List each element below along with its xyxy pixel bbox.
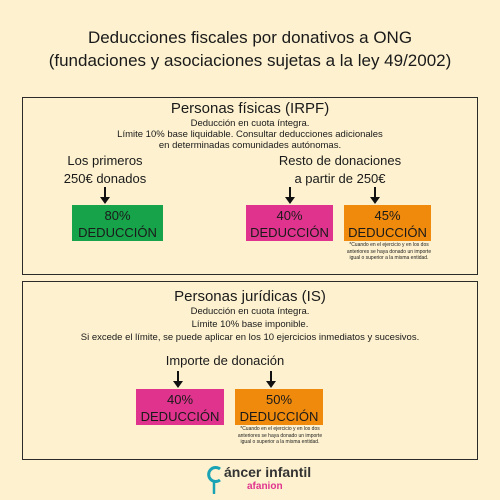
arrow-down-icon: [173, 371, 183, 388]
arrow-down-icon: [100, 187, 110, 204]
irpf-box-45-label: DEDUCCIÓN: [348, 225, 427, 240]
logo-sub-text: afanion: [247, 481, 283, 492]
is-panel: Personas jurídicas (IS) Deducción en cuo…: [22, 281, 478, 460]
title-line-2: (fundaciones y asociaciones sujetas a la…: [48, 51, 452, 70]
irpf-box-40-percent: 40%: [276, 208, 303, 223]
irpf-group-rest-line-2: a partir de 250€: [294, 171, 386, 186]
irpf-line-1: Deducción en cuota íntegra.: [190, 118, 310, 129]
irpf-panel: Personas físicas (IRPF) Deducción en cuo…: [22, 97, 478, 275]
cancer-infantil-afanion-logo: C áncer infantil afanion: [0, 462, 500, 496]
arrow-down-icon: [266, 371, 276, 388]
is-box-50-percent: 50%: [265, 392, 293, 407]
irpf-footnote: *Cuando en el ejercicio y en los dos ant…: [346, 242, 432, 261]
irpf-line-3: en determinadas comunidades autónomas.: [158, 140, 342, 151]
irpf-group-rest-line-1: Resto de donaciones: [278, 153, 402, 168]
irpf-box-80: 80% DEDUCCIÓN: [72, 205, 163, 241]
irpf-line-2: Límite 10% base liquidable. Consultar de…: [117, 129, 383, 140]
is-box-50-label: DEDUCCIÓN: [239, 409, 319, 424]
is-line-1: Deducción en cuota íntegra.: [190, 306, 310, 317]
irpf-group-rest: Resto de donaciones a partir de 250€: [255, 152, 425, 188]
irpf-box-80-percent: 80%: [104, 208, 131, 223]
logo-brand-text: áncer infantil: [224, 464, 312, 480]
title-line-1: Deducciones fiscales por donativos a ONG: [87, 28, 413, 47]
is-line-3: Si excede el límite, se puede aplicar en…: [80, 332, 420, 343]
is-box-40-percent: 40%: [166, 392, 194, 407]
is-group-label: Importe de donación: [165, 353, 285, 368]
is-box-40: 40% DEDUCCIÓN: [136, 389, 224, 425]
irpf-box-40: 40% DEDUCCIÓN: [246, 205, 333, 241]
irpf-box-45: 45% DEDUCCIÓN: [344, 205, 431, 241]
magnifier-c-icon: [207, 466, 221, 494]
is-footnote: *Cuando en el ejercicio y en los dos ant…: [237, 426, 323, 445]
irpf-box-40-label: DEDUCCIÓN: [250, 225, 329, 240]
irpf-group-first-line-1: Los primeros: [67, 153, 143, 168]
is-line-2: Límite 10% base imponible.: [191, 319, 309, 330]
irpf-group-first: Los primeros 250€ donados: [45, 152, 165, 188]
irpf-box-80-label: DEDUCCIÓN: [78, 225, 157, 240]
irpf-group-first-line-2: 250€ donados: [63, 171, 147, 186]
arrow-down-icon: [370, 187, 380, 204]
is-box-50: 50% DEDUCCIÓN: [235, 389, 323, 425]
is-title: Personas jurídicas (IS): [174, 288, 326, 305]
arrow-down-icon: [285, 187, 295, 204]
is-box-40-label: DEDUCCIÓN: [140, 409, 220, 424]
irpf-title: Personas físicas (IRPF): [170, 100, 330, 117]
irpf-box-45-percent: 45%: [374, 208, 401, 223]
page-title: Deducciones fiscales por donativos a ONG…: [0, 26, 500, 72]
